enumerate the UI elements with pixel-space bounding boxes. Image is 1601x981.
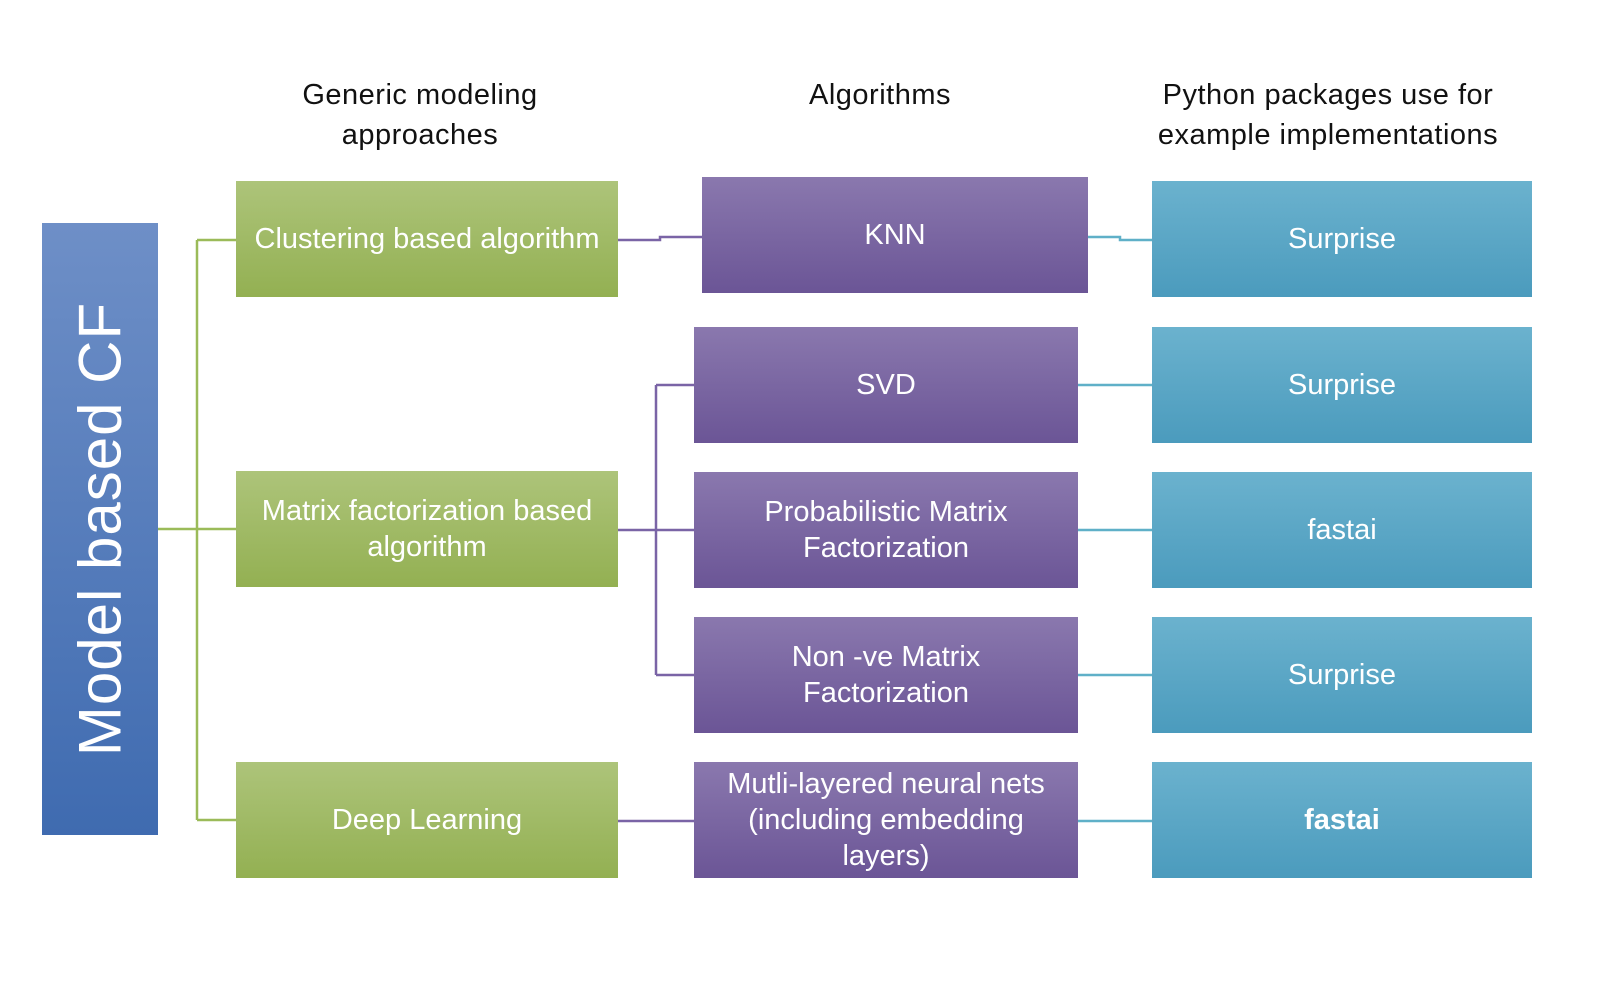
approaches-column-header: Generic modeling approaches xyxy=(302,79,538,151)
algorithm-neural-nets: Mutli-layered neural nets (including emb… xyxy=(694,762,1078,878)
approaches-to-algorithms-connector xyxy=(618,235,702,823)
package-fastai-pmf: fastai xyxy=(1152,472,1532,588)
algorithm-svd: SVD xyxy=(694,327,1078,443)
algorithm-knn: KNN xyxy=(702,177,1088,293)
approach-clustering: Clustering based algorithm xyxy=(236,181,618,297)
algorithms-column-header: Algorithms xyxy=(809,79,951,111)
packages-column-header: Python packages use for example implemen… xyxy=(1157,79,1499,151)
root-to-approaches-connector xyxy=(158,238,236,822)
package-surprise-knn: Surprise xyxy=(1152,181,1532,297)
root-label: Model based CF xyxy=(66,301,134,757)
approach-matrix-factorization: Matrix factorization based algorithm xyxy=(236,471,618,587)
package-fastai-neural: fastai xyxy=(1152,762,1532,878)
package-surprise-nmf: Surprise xyxy=(1152,617,1532,733)
algorithm-probabilistic-mf: Probabilistic Matrix Factorization xyxy=(694,472,1078,588)
package-surprise-svd: Surprise xyxy=(1152,327,1532,443)
algorithms-to-packages-connector xyxy=(1078,235,1152,823)
approach-deep-learning: Deep Learning xyxy=(236,762,618,878)
algorithm-non-negative-mf: Non -ve Matrix Factorization xyxy=(694,617,1078,733)
model-based-cf-root: Model based CF xyxy=(42,223,158,835)
